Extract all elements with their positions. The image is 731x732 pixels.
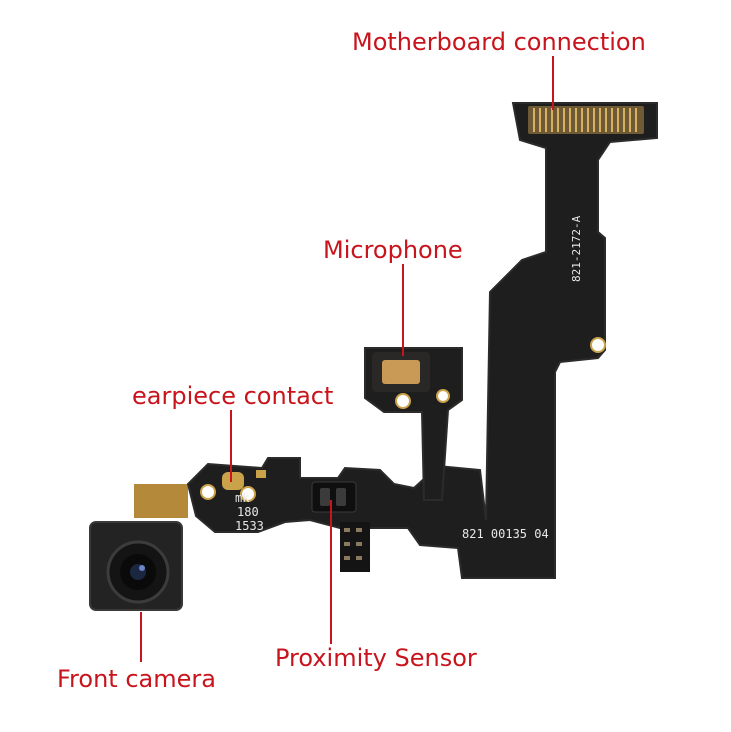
flex-cable-body [186, 102, 658, 579]
connector-pins [533, 108, 637, 132]
pcb-1533: 1533 [235, 519, 264, 533]
proximity-window [320, 488, 330, 506]
label-earpiece-contact: earpiece contact [132, 382, 334, 410]
pcb-bottom-code: 821 00135 04 [462, 527, 549, 541]
earpiece-hole-2 [240, 486, 256, 502]
earpiece-contact-pad-2 [256, 470, 266, 478]
pointer-lines [140, 56, 554, 662]
pcb-mk: mk [235, 491, 250, 505]
microphone-pad [382, 360, 420, 384]
label-motherboard-connection: Motherboard connection [352, 28, 646, 56]
mic-hole-2 [436, 389, 450, 403]
lens-reflection [139, 565, 145, 571]
label-microphone: Microphone [323, 236, 463, 264]
pcb-vertical-code: 821-2172-A [570, 215, 583, 282]
mount-hole [590, 337, 606, 353]
label-front-camera: Front camera [57, 665, 216, 693]
pcb-180: 180 [237, 505, 259, 519]
mic-hole [395, 393, 411, 409]
proximity-window-2 [336, 488, 346, 506]
earpiece-hole [200, 484, 216, 500]
label-proximity-sensor: Proximity Sensor [275, 644, 477, 672]
proximity-sensor [311, 481, 357, 513]
smd-components [344, 528, 362, 560]
gold-tab [134, 484, 188, 518]
earpiece-contact-pad [222, 472, 244, 490]
